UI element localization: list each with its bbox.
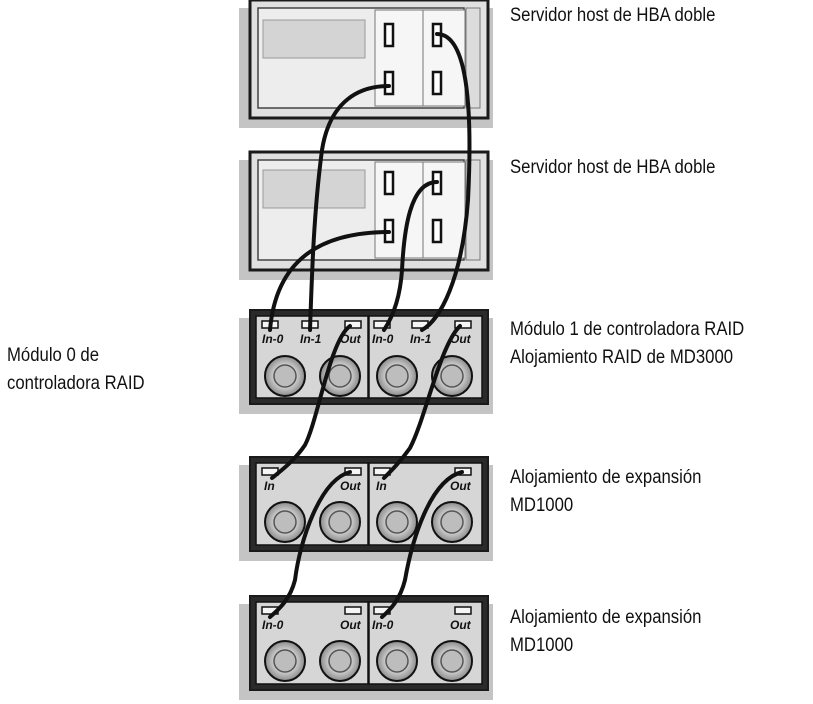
port-label: In-0: [262, 332, 284, 346]
raid-enclosure-label: Alojamiento RAID de MD3000: [510, 347, 734, 368]
cable: [382, 324, 462, 480]
port-label: Out: [450, 618, 472, 632]
raid-module1-label: Módulo 1 de controladora RAID: [510, 319, 745, 340]
expansion-enclosure-1: In Out In Out: [239, 456, 493, 561]
expansion1-label-line1: Alojamiento de expansión: [510, 467, 702, 488]
server-bottom-label: Servidor host de HBA doble: [510, 157, 716, 178]
server-bottom: [239, 150, 493, 280]
raid-enclosure: In-0 In-1 Out In-0 In-1 Out: [239, 309, 493, 414]
fan-icon: [264, 640, 473, 682]
port-label: Out: [450, 479, 472, 493]
cable: [380, 470, 464, 619]
fan-icon: [264, 501, 473, 543]
port-label: Out: [340, 618, 362, 632]
port-label: In: [376, 479, 387, 493]
port-label: Out: [340, 479, 362, 493]
port-label: In-1: [410, 332, 432, 346]
expansion2-label-line1: Alojamiento de expansión: [510, 607, 702, 628]
port-label: In-0: [262, 618, 284, 632]
port-label: Out: [450, 332, 472, 346]
cable: [268, 470, 352, 619]
cable: [420, 32, 472, 332]
expansion-enclosure-2: In-0 Out In-0 Out: [239, 595, 493, 700]
port-label: In-1: [300, 332, 322, 346]
port-label: In: [264, 479, 275, 493]
server-top-label: Servidor host de HBA doble: [510, 5, 716, 26]
raid-module0-label-line2: controladora RAID: [7, 373, 145, 394]
expansion1-label-line2: MD1000: [510, 495, 574, 516]
server-top: [239, 0, 493, 128]
port-label: In-0: [372, 618, 394, 632]
port-label: In-0: [372, 332, 394, 346]
cable: [270, 324, 352, 480]
raid-module0-label-line1: Módulo 0 de: [7, 345, 100, 366]
expansion2-label-line2: MD1000: [510, 635, 574, 656]
cable: [308, 84, 391, 332]
port-label: Out: [340, 332, 362, 346]
cable: [382, 180, 439, 332]
cables: [268, 32, 472, 619]
cable: [268, 230, 391, 332]
